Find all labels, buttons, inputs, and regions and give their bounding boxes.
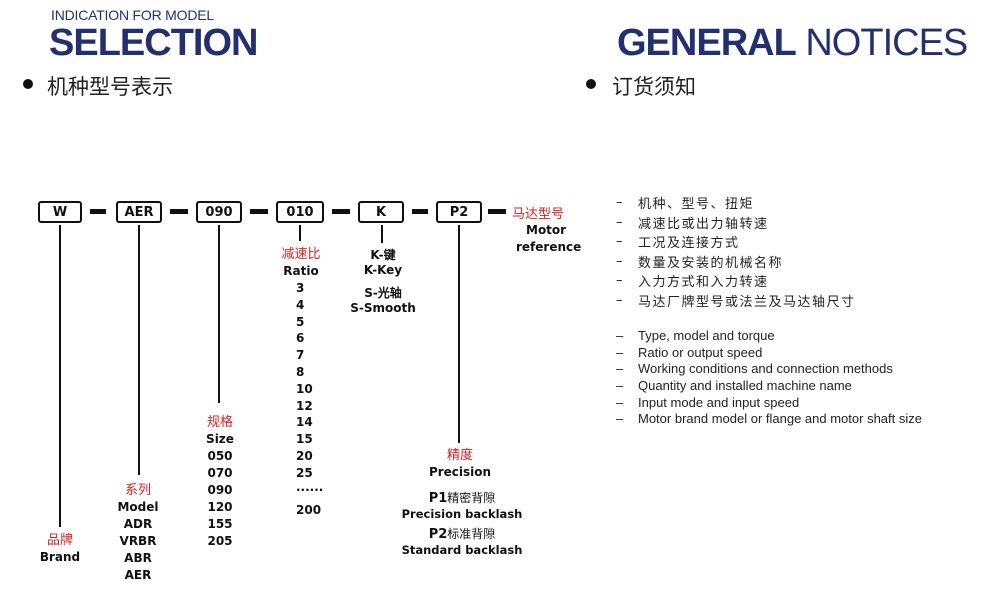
ratio-item: 25: [296, 465, 313, 480]
model-label-cn: 系列: [124, 483, 151, 498]
motor-ref-en-1: Motor: [526, 223, 567, 237]
list-item: –Working conditions and connection metho…: [616, 361, 893, 377]
notices-cn-list: –机种、型号、扭矩 –减速比或出力轴转速 –工况及连接方式 –数量及安装的机械名…: [616, 193, 856, 310]
shaft-s-cn: S-光轴: [364, 286, 402, 300]
list-item: –Motor brand model or flange and motor s…: [616, 411, 922, 427]
ratio-item: 14: [296, 415, 313, 430]
precision-p2-en: Standard backlash: [401, 543, 523, 557]
ratio-item: 20: [296, 448, 313, 463]
ratio-item: 4: [296, 297, 305, 312]
ratio-column: 减速比 Ratio: [270, 246, 332, 280]
size-item: 090: [207, 483, 233, 497]
ratio-item: 6: [296, 331, 305, 346]
list-item: –工况及连接方式: [616, 234, 740, 252]
separator-dash: [412, 209, 428, 214]
shaft-k-cn: K-键: [370, 248, 396, 262]
size-column: 规格 Size 050 070 090 120 155 205: [190, 414, 250, 550]
precision-p1: P1精密背隙: [428, 491, 496, 506]
code-box-precision: P2: [436, 201, 482, 223]
leader-line-size: [218, 225, 220, 403]
size-item: 070: [207, 466, 233, 480]
leader-line-ratio: [299, 225, 301, 241]
notices-en-list: –Type, model and torque –Ratio or output…: [616, 327, 922, 427]
shaft-column: K-键 K-Key S-光轴 S-Smooth: [348, 248, 418, 316]
brand-label-cn: 品牌: [46, 533, 73, 548]
ratio-item: 10: [296, 381, 313, 396]
precision-label-cn: 精度: [446, 448, 473, 463]
precision-p2: P2标准背隙: [428, 527, 496, 542]
ratio-label-en: Ratio: [283, 264, 319, 278]
ratio-item: 7: [296, 348, 305, 363]
bullet-icon: [586, 79, 596, 89]
precision-label-en: Precision: [428, 465, 492, 479]
ratio-item: 8: [296, 364, 305, 379]
precision-p1-en: Precision backlash: [401, 507, 523, 521]
size-item: 120: [207, 500, 233, 514]
shaft-s-en: S-Smooth: [350, 301, 416, 315]
ratio-label-cn: 减速比: [281, 247, 321, 262]
model-item: VRBR: [119, 534, 157, 548]
selection-title: SELECTION: [49, 22, 258, 64]
leader-line-model: [138, 225, 140, 475]
bullet-icon: [23, 79, 33, 89]
size-item: 155: [207, 517, 233, 531]
code-box-brand: W: [38, 201, 82, 223]
list-item: –Ratio or output speed: [616, 344, 763, 360]
model-column: 系列 Model ADR VRBR ABR AER: [105, 482, 171, 584]
model-item: ADR: [123, 517, 153, 531]
leader-line-brand: [59, 225, 61, 527]
shaft-k-en: K-Key: [363, 263, 403, 277]
list-item: –数量及安装的机械名称: [616, 253, 784, 271]
list-item: –马达厂牌型号或法兰及马达轴尺寸: [616, 292, 856, 310]
code-box-shaft: K: [358, 201, 404, 223]
ratio-item: 12: [296, 398, 313, 413]
leader-line-shaft: [381, 225, 383, 243]
ratio-item: 15: [296, 432, 313, 447]
code-box-model: AER: [116, 201, 162, 223]
size-label-cn: 规格: [206, 415, 233, 430]
model-item: ABR: [124, 551, 152, 565]
list-item: –Input mode and input speed: [616, 394, 800, 410]
precision-options: P1精密背隙 Precision backlash P2标准背隙 Standar…: [398, 489, 526, 558]
separator-dash: [90, 209, 106, 214]
separator-dash: [250, 209, 268, 214]
list-item: –入力方式和入力转速: [616, 273, 769, 291]
model-indication-heading: 机种型号表示: [47, 75, 173, 99]
ratio-values: 3 4 5 6 7 8 10 12 14 15 20 25 ······ 200: [296, 280, 336, 519]
brand-label-en: Brand: [39, 550, 81, 564]
separator-dash: [170, 209, 188, 214]
ratio-item: 5: [296, 314, 305, 329]
size-item: 050: [207, 449, 233, 463]
brand-column: 品牌 Brand: [29, 532, 91, 566]
size-item: 205: [207, 534, 233, 548]
list-item: –减速比或出力轴转速: [616, 214, 769, 232]
size-label-en: Size: [206, 432, 234, 446]
separator-dash: [332, 209, 350, 214]
ratio-item: 3: [296, 281, 305, 295]
model-item-highlight: AER: [124, 568, 152, 582]
list-item: –机种、型号、扭矩: [616, 195, 755, 213]
order-notice-heading: 订货须知: [612, 75, 696, 99]
code-box-size: 090: [196, 201, 242, 223]
model-label-en: Model: [117, 500, 159, 514]
ratio-ellipsis: ······: [296, 482, 324, 497]
motor-ref-en-2: reference: [516, 240, 582, 254]
list-item: –Type, model and torque: [616, 327, 775, 343]
code-box-ratio: 010: [276, 201, 324, 223]
precision-column: 精度 Precision: [412, 447, 508, 481]
list-item: –Quantity and installed machine name: [616, 377, 852, 393]
ratio-item: 200: [296, 503, 322, 518]
kicker-text: INDICATION FOR MODEL: [51, 7, 214, 23]
notices-title: GENERAL NOTICES: [617, 22, 968, 64]
motor-ref-cn: 马达型号: [512, 207, 565, 222]
separator-dash: [488, 209, 506, 214]
leader-line-precision: [458, 225, 460, 443]
